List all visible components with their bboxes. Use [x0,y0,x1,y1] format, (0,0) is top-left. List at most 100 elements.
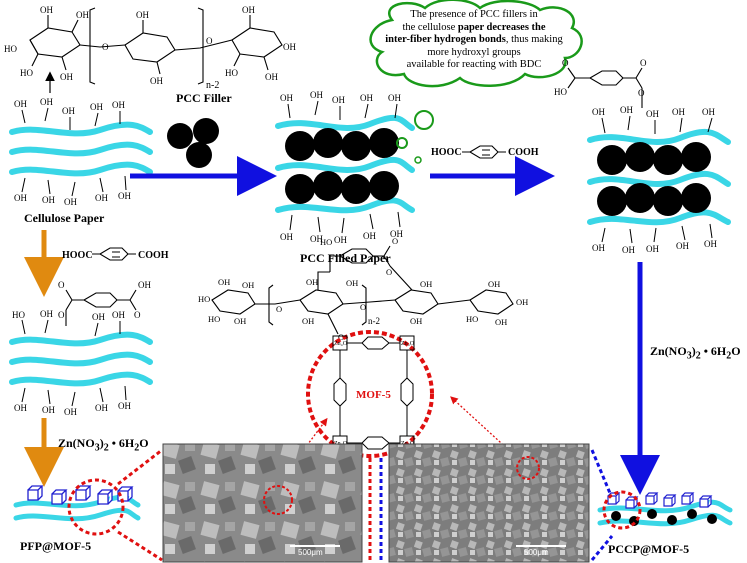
zn-left-sub-1: 3 [94,442,100,454]
right-oh-bonds [601,115,713,244]
svg-text:O: O [58,310,65,320]
pccp-zoom-circle [602,490,642,530]
pcc-filled-paper-fibers [275,114,415,214]
svg-text:OH: OH [112,310,125,320]
svg-text:O: O [640,58,647,68]
svg-text:OH: OH [332,95,345,105]
svg-text:OH: OH [346,278,358,288]
sem-scale-right: 500μm [516,545,566,557]
svg-text:OH: OH [242,280,254,290]
svg-text:OH: OH [310,90,323,100]
svg-text:OH: OH [90,102,103,112]
right-pcc-particles [597,142,711,216]
pfp-mof5-label: PFP@MOF-5 [20,539,91,553]
svg-text:OH: OH [592,107,605,117]
zn-left-part-2: ) [99,436,104,450]
sem-scale-text-left: 500μm [298,548,323,557]
svg-text:HO: HO [20,68,33,78]
mof5-framework [332,335,415,451]
sem-right-highlight [516,456,540,480]
bubble-line-4: more hydroxyl groups [427,46,521,58]
svg-text:OH: OH [672,107,685,117]
bubble-line-3: inter-fiber hydrogen bonds, thus making [376,34,572,47]
zn-right-part-3: • 6H [700,344,727,358]
thought-bubble-dots [396,110,434,149]
svg-text:OH: OH [64,197,77,207]
zn-left-sub-3: 2 [134,442,140,454]
svg-text:O: O [386,267,392,277]
zn-reagent-left: Zn(NO3)2 • 6H2O [58,436,149,453]
svg-text:Zn₄O: Zn₄O [334,341,348,347]
pcc-filler-label: PCC Filler [176,91,232,105]
bubble-line-1: The presence of PCC fillers in [410,9,538,20]
svg-text:HO: HO [466,314,478,324]
cellulose-paper-label: Cellulose Paper [24,211,105,225]
mof5-circle [306,330,434,458]
bubble-line-2: the cellulose paper decreases the [376,22,572,35]
svg-text:OH: OH [388,93,401,103]
svg-text:HO: HO [12,310,25,320]
svg-text:OH: OH [702,107,715,117]
pccp-mof-cubes [607,492,713,509]
svg-text:OH: OH [42,195,55,205]
svg-text:OH: OH [92,312,105,322]
bubble-line-2a: the cellulose [402,21,458,33]
n2-top-label: n-2 [206,80,219,91]
zn-right-part-1: Zn(NO [650,344,687,358]
sem-image-right [388,443,590,563]
svg-text:OH: OH [40,97,53,107]
svg-text:OH: OH [40,5,53,15]
n2-mid-label: n-2 [368,316,380,326]
left-bdc-substituent [65,289,137,326]
hooc-left: HOOC [62,250,93,261]
svg-text:OH: OH [234,316,246,326]
svg-text:OH: OH [64,407,77,417]
svg-text:O: O [360,302,366,312]
pfp-oh-bonds [21,319,127,407]
svg-text:O: O [134,310,141,320]
pcc-filled-particles [285,128,399,204]
svg-text:OH: OH [306,277,318,287]
svg-text:OH: OH [310,234,323,244]
svg-text:OH: OH [334,235,347,245]
sem-left-highlight [263,485,293,515]
svg-text:OH: OH [95,403,108,413]
svg-text:OH: OH [40,309,53,319]
svg-text:HO: HO [320,237,332,247]
svg-text:OH: OH [516,297,528,307]
svg-text:OH: OH [62,106,75,116]
bubble-line-3a: inter-fiber hydrogen bonds [385,34,506,45]
svg-text:OH: OH [592,243,605,253]
right-zoom-lines [590,449,614,561]
svg-text:O: O [102,42,109,52]
pfp-zoom-circle [67,478,125,536]
center-chain-structure [211,245,514,335]
svg-text:O: O [638,88,645,98]
svg-text:OH: OH [218,277,230,287]
svg-text:OH: OH [242,5,255,15]
thought-bubble [369,0,583,88]
zn-left-sub-2: 2 [103,442,109,454]
zn-right-sub-3: 2 [726,350,732,362]
svg-text:OH: OH [14,403,27,413]
cellulose-paper-fibers [9,121,153,177]
cellulose-chain-structure [29,7,283,85]
svg-text:OH: OH [488,279,500,289]
svg-text:OH: OH [363,231,376,241]
small-green-dot [414,156,422,164]
svg-text:O: O [392,236,398,246]
svg-text:OH: OH [283,42,296,52]
zn-right-part-2: ) [691,344,696,358]
pcc-filled-oh-bonds [287,100,401,234]
svg-text:O: O [206,36,213,46]
svg-text:O: O [562,58,569,68]
svg-text:OH: OH [118,401,131,411]
sem-scale-text-right: 500μm [524,548,549,557]
cooh-right: COOH [508,147,539,158]
svg-text:HO: HO [198,294,210,304]
left-zoom-lines [117,448,163,562]
